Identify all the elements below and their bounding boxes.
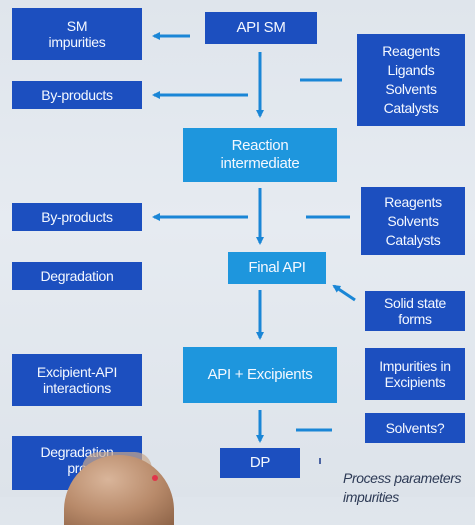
excipient-api-box: Excipient-API interactions	[12, 354, 142, 406]
dp-label: DP	[249, 454, 271, 471]
dp-box: DP	[220, 448, 300, 478]
sm-impurities-label: SM impurities	[48, 18, 106, 50]
byproducts-box-1: By-products	[12, 81, 142, 109]
solvents-label: Solvents?	[385, 420, 445, 436]
sm-impurities-box: SM impurities	[12, 8, 142, 60]
laser-pointer-dot	[152, 475, 158, 481]
byproducts-box-2: By-products	[12, 203, 142, 231]
reagents-box-2-label: Reagents Solvents Catalysts	[384, 193, 442, 248]
impurities-excipients-box: Impurities in Excipients	[365, 348, 465, 400]
degradation-box-1: Degradation	[12, 262, 142, 290]
api-excipients-label: API + Excipients	[207, 366, 313, 383]
final-api-box: Final API	[228, 252, 326, 284]
solid-state-box: Solid state forms	[365, 291, 465, 331]
connector-layer	[152, 32, 356, 464]
final-api-label: Final API	[248, 259, 306, 276]
arrow-solidstate-in	[332, 284, 356, 302]
impurities-caption: impurities	[343, 489, 399, 505]
solvents-box: Solvents?	[365, 413, 465, 443]
solid-state-label: Solid state forms	[383, 295, 447, 327]
degradation-1-label: Degradation	[40, 268, 114, 284]
reaction-intermediate-box: Reaction intermediate	[183, 128, 337, 182]
process-parameters-caption: Process parameters	[343, 470, 462, 486]
api-sm-label: API SM	[236, 19, 286, 36]
impurities-excipients-label: Impurities in Excipients	[379, 358, 451, 390]
byproducts-1-label: By-products	[41, 87, 113, 103]
reaction-intermediate-label: Reaction intermediate	[220, 137, 300, 172]
byproducts-2-label: By-products	[41, 209, 113, 225]
flow-diagram: SM impurities API SM Reagents Ligands So…	[12, 8, 465, 525]
api-sm-box: API SM	[205, 12, 317, 44]
excipient-api-label: Excipient-API interactions	[36, 364, 118, 396]
reagents-box-1-label: Reagents Ligands Solvents Catalysts	[382, 43, 440, 116]
reagents-box-1: Reagents Ligands Solvents Catalysts	[357, 34, 465, 126]
reagents-box-2: Reagents Solvents Catalysts	[361, 187, 465, 255]
api-excipients-box: API + Excipients	[183, 347, 337, 403]
